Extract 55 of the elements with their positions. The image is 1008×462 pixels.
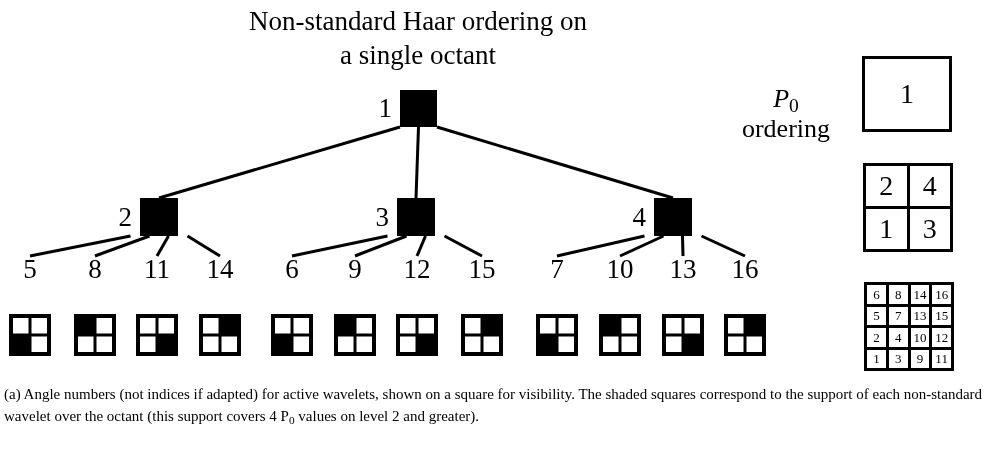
- grid-number: 2: [879, 172, 894, 200]
- node-number: 9: [348, 256, 362, 283]
- node-number: 14: [206, 256, 234, 283]
- ordering-label: P$_{0}$ ordering: [740, 84, 832, 144]
- tree-line: [556, 234, 645, 258]
- node-number: 15: [468, 256, 496, 283]
- grid-number: 2: [873, 330, 880, 344]
- grid-number: 5: [873, 309, 880, 323]
- node-number: 8: [88, 256, 102, 283]
- tree-line: [94, 234, 150, 258]
- node-number: 10: [606, 256, 634, 283]
- node-number: 4: [632, 203, 646, 231]
- grid-number: 4: [894, 330, 902, 344]
- node-number: 7: [550, 256, 564, 283]
- node-number: 6: [285, 256, 299, 283]
- tree-line: [291, 234, 388, 258]
- tree-line: [415, 235, 427, 257]
- node-number: 12: [403, 256, 431, 283]
- node-number: 16: [731, 256, 759, 283]
- node-number: 2: [118, 203, 132, 231]
- node-number: 13: [669, 256, 697, 283]
- tree-line: [186, 234, 221, 258]
- tree-line: [354, 234, 408, 258]
- node-number: 11: [144, 256, 170, 283]
- tree-line: [619, 234, 665, 258]
- node-number: 3: [375, 203, 389, 231]
- grid-number: 15: [935, 309, 949, 323]
- tree-line: [436, 125, 674, 200]
- node-number: 1: [378, 95, 392, 122]
- grid-number: 9: [916, 352, 924, 366]
- grid-number: 1: [873, 352, 880, 366]
- tree-line: [155, 235, 170, 257]
- tree-line: [700, 234, 746, 258]
- grid-number: 3: [922, 215, 937, 243]
- tree-line: [443, 234, 483, 258]
- grid-number: 1: [879, 215, 894, 243]
- figure-caption: (a) Angle numbers (not indices if adapted) for active wavelets, shown on a square for visibility. The shaded squares correspond to the support of each non-standard wavelet over the octant (this support covers 4 P$_{0}$ values on level 2 and greater).: [4, 385, 984, 427]
- grid-number: 13: [913, 309, 927, 323]
- tree-line: [29, 234, 131, 258]
- grid-number: 11: [935, 352, 948, 366]
- grid-number: 14: [913, 287, 927, 301]
- grid-number: 7: [894, 309, 902, 323]
- tree-line: [681, 235, 685, 257]
- grid-number: 4: [922, 172, 937, 200]
- diagram-title: Non-standard Haar ordering on a single octant: [248, 5, 588, 72]
- grid-number: 16: [935, 287, 949, 301]
- grid-number: 12: [935, 330, 949, 344]
- grid-number: 3: [894, 352, 902, 366]
- tree-line: [158, 125, 401, 200]
- grid-number: 1: [900, 80, 914, 108]
- grid-number: 6: [873, 287, 880, 301]
- tree-line: [414, 126, 420, 199]
- grid-number: 8: [894, 287, 902, 301]
- node-number: 5: [23, 256, 37, 283]
- grid-number: 10: [913, 330, 927, 344]
